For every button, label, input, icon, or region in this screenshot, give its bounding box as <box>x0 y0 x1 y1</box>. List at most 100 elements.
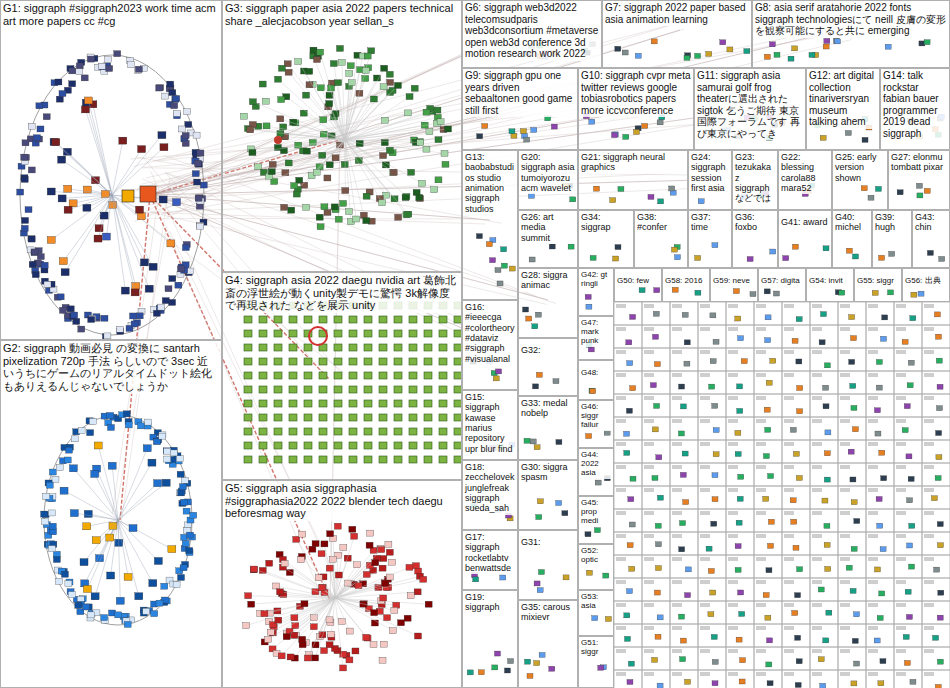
tiny-group <box>670 463 698 486</box>
vertex <box>823 404 829 409</box>
vertex <box>527 673 533 678</box>
vertex <box>259 428 267 435</box>
cluster-edge <box>85 520 118 583</box>
tiny-group <box>810 647 838 670</box>
vertex <box>537 588 543 593</box>
tiny-group <box>782 578 810 601</box>
tiny-group <box>754 509 782 532</box>
tiny-group <box>894 440 922 463</box>
vertex <box>295 59 302 65</box>
vertex <box>164 456 171 462</box>
vertex <box>91 470 99 477</box>
tiny-label-mark <box>840 327 850 331</box>
vertex <box>389 559 396 565</box>
vertex <box>273 583 280 589</box>
tiny-group <box>838 394 866 417</box>
vertex <box>87 612 94 618</box>
tiny-group <box>866 325 894 348</box>
tiny-group <box>698 670 726 688</box>
vertex <box>278 653 285 659</box>
tiny-label-mark <box>924 488 934 492</box>
vertex <box>348 80 355 86</box>
vertex <box>624 431 630 436</box>
tiny-group <box>642 302 670 325</box>
tiny-group <box>838 601 866 624</box>
vertex <box>259 386 267 393</box>
tiny-group <box>670 348 698 371</box>
vertex <box>390 169 397 175</box>
vertex <box>937 384 943 389</box>
tiny-group <box>642 555 670 578</box>
vertex <box>431 187 438 193</box>
vertex <box>849 359 855 364</box>
vertex <box>741 359 747 364</box>
tiny-group <box>754 371 782 394</box>
vertex <box>680 657 686 662</box>
vertex <box>765 315 771 320</box>
cluster-edge <box>118 463 152 520</box>
vertex <box>454 344 462 351</box>
cluster-edge <box>95 474 118 520</box>
tiny-group <box>614 624 642 647</box>
vertex <box>342 188 349 194</box>
vertex <box>104 333 111 339</box>
vertex <box>792 338 798 343</box>
vertex <box>710 313 716 318</box>
cluster-edge <box>118 520 128 577</box>
vertex <box>58 156 66 163</box>
tiny-group <box>922 624 950 647</box>
vertex <box>287 654 294 660</box>
vertex <box>907 383 913 388</box>
vertex <box>179 484 186 490</box>
vertex <box>298 557 305 563</box>
tiny-label-mark <box>644 511 654 515</box>
tiny-label-mark <box>728 626 738 630</box>
vertex <box>349 428 357 435</box>
vertex <box>177 490 184 496</box>
vertex <box>823 385 829 390</box>
tiny-label-mark <box>784 350 794 354</box>
tiny-label-mark <box>728 350 738 354</box>
vertex <box>299 531 306 537</box>
vertex <box>420 576 427 582</box>
vertex <box>904 660 910 665</box>
tiny-group <box>810 394 838 417</box>
tiny-group <box>922 371 950 394</box>
tiny-label-mark <box>868 488 878 492</box>
vertex <box>622 50 628 55</box>
vertex <box>114 51 121 57</box>
vertex <box>175 282 182 288</box>
vertex <box>851 681 857 686</box>
vertex <box>862 137 868 142</box>
vertex <box>394 82 401 88</box>
vertex <box>674 255 680 260</box>
tiny-label-mark <box>784 304 794 308</box>
vertex <box>313 169 320 175</box>
vertex <box>424 358 432 365</box>
tiny-group <box>726 601 754 624</box>
cluster-edge <box>295 598 335 658</box>
tiny-group <box>698 302 726 325</box>
tiny-group <box>866 486 894 509</box>
vertex <box>679 384 685 389</box>
vertex <box>851 546 857 551</box>
vertex <box>119 137 127 144</box>
vertex <box>244 344 252 351</box>
vertex <box>826 610 832 615</box>
vertex <box>680 638 686 643</box>
cluster-edge <box>345 140 394 172</box>
vertex <box>924 40 930 45</box>
tiny-label-mark <box>896 327 906 331</box>
vertex <box>374 75 381 81</box>
tiny-group <box>670 601 698 624</box>
vertex <box>324 175 331 181</box>
vertex <box>405 211 412 217</box>
tiny-label-mark <box>616 327 626 331</box>
vertex <box>274 358 282 365</box>
vertex <box>872 290 878 295</box>
vertex <box>244 428 252 435</box>
tiny-label-mark <box>672 373 682 377</box>
vertex <box>259 456 267 463</box>
tiny-group <box>726 417 754 440</box>
vertex <box>590 389 596 394</box>
